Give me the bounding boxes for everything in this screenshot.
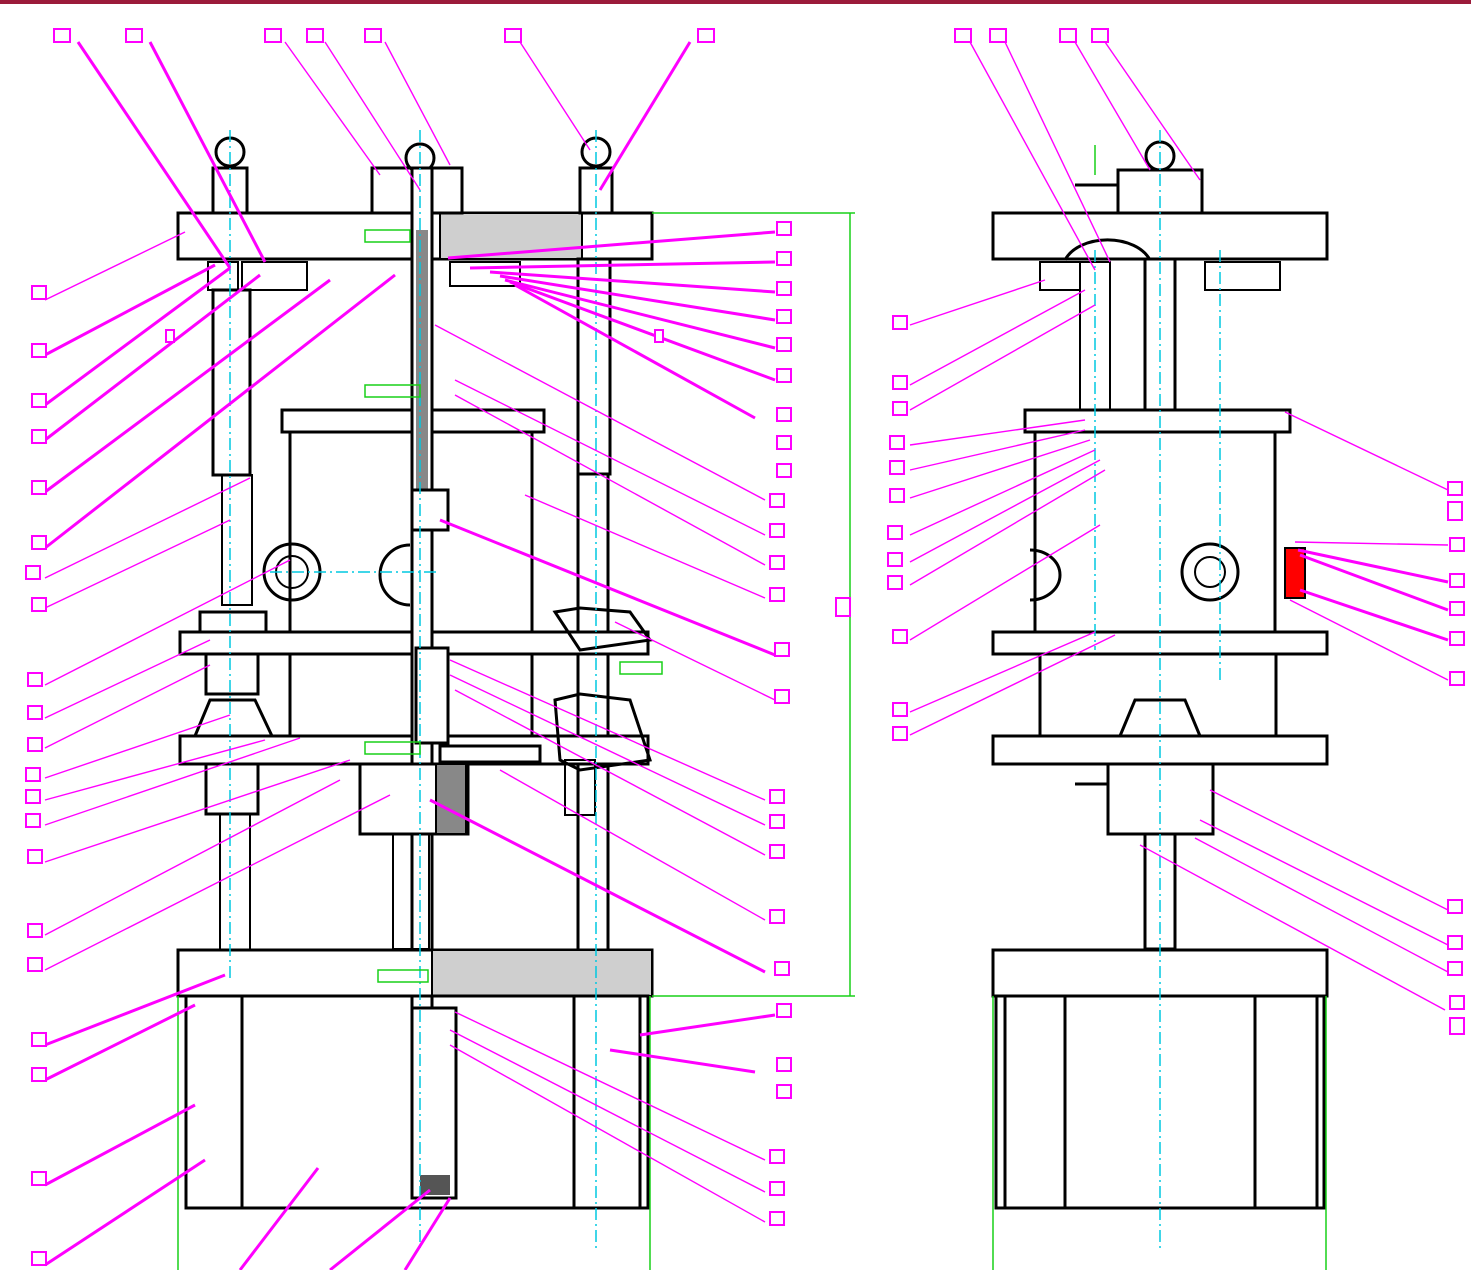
top-border-bar bbox=[0, 0, 1471, 4]
callout-boxes bbox=[25, 28, 1465, 1266]
side-view bbox=[991, 130, 1329, 1270]
callout-leaders bbox=[44, 41, 1449, 1270]
front-view bbox=[176, 130, 855, 1270]
